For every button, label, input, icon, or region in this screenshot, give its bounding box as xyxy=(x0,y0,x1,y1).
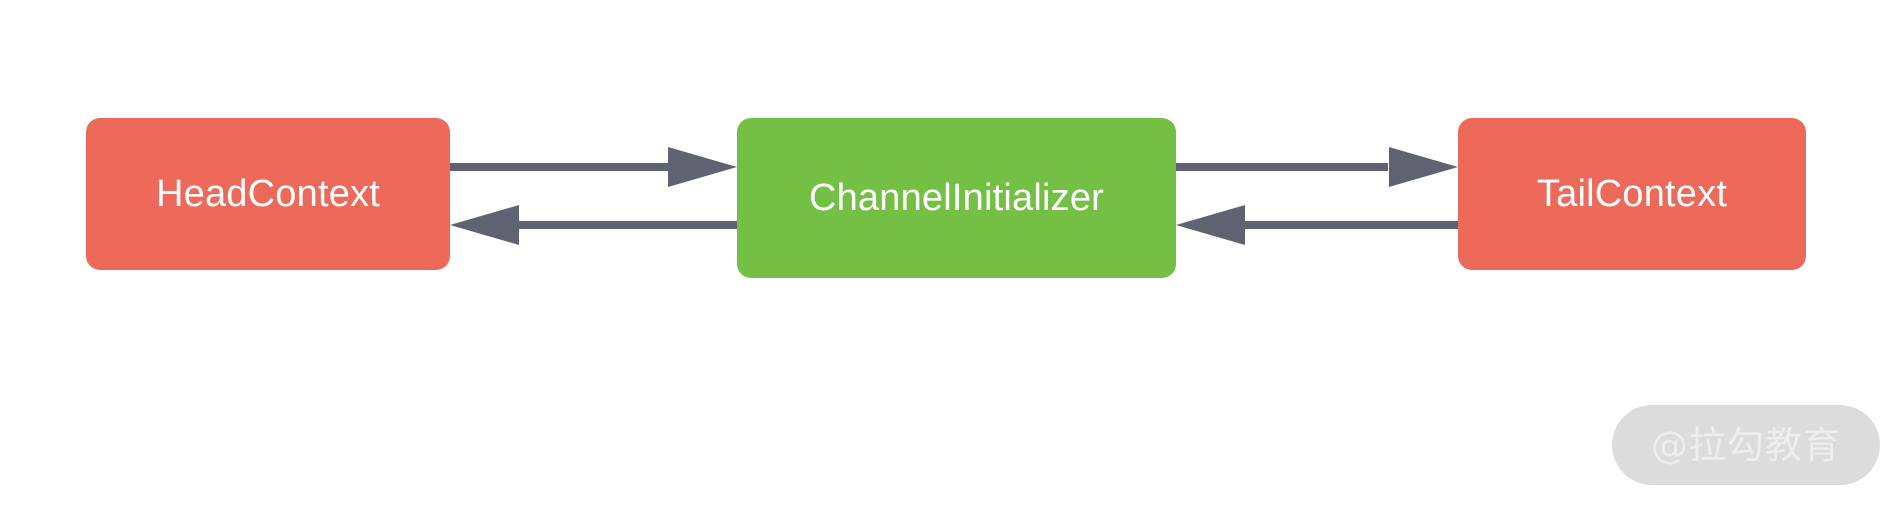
edge-initializer-to-head xyxy=(450,205,737,245)
node-head-context-label: HeadContext xyxy=(155,173,380,215)
edge-head-to-initializer xyxy=(450,147,737,187)
watermark-text: @拉勾教育 xyxy=(1651,423,1841,467)
node-head-context[interactable]: HeadContext xyxy=(86,118,450,270)
node-channel-initializer-label: ChannelInitializer xyxy=(808,177,1105,219)
node-channel-initializer[interactable]: ChannelInitializer xyxy=(737,118,1176,278)
node-tail-context-label: TailContext xyxy=(1536,173,1728,215)
node-tail-context[interactable]: TailContext xyxy=(1458,118,1806,270)
edge-initializer-to-tail xyxy=(1176,147,1458,187)
watermark-badge: @拉勾教育 xyxy=(1612,405,1880,485)
edge-tail-to-initializer xyxy=(1176,205,1458,245)
